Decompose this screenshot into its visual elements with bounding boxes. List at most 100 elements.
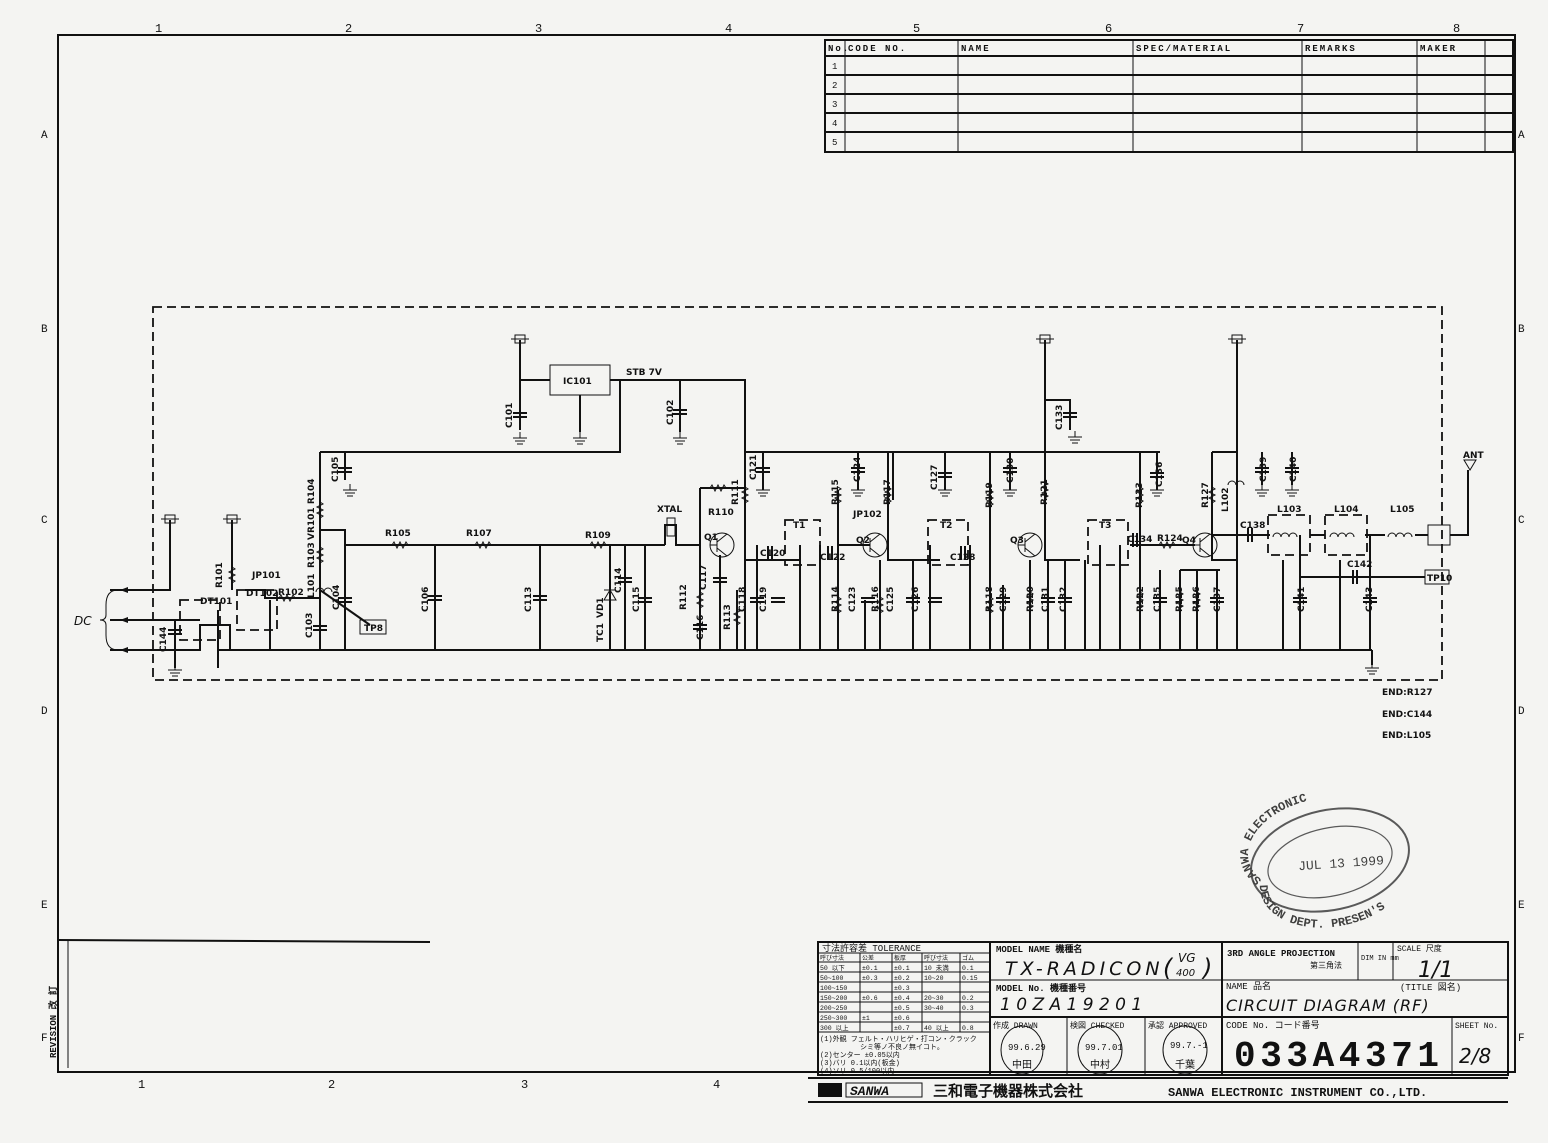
drawn-by: 中田 <box>1012 1058 1032 1072</box>
ground-icon <box>1003 484 1017 497</box>
tolerance-cell: 0.8 <box>962 1025 974 1032</box>
ground-icon <box>343 484 357 497</box>
dc-arrow-icon <box>120 647 128 653</box>
resistor-symbol <box>315 546 325 564</box>
checked-by: 中村 <box>1090 1058 1110 1072</box>
dc-input-label: DC <box>74 614 92 628</box>
component-label-c126: C126 <box>911 587 921 612</box>
component-label-t2: T2 <box>940 521 952 531</box>
tolerance-cell: 100~150 <box>820 985 847 992</box>
resistor-symbol <box>1158 540 1176 550</box>
component-label-c113: C113 <box>524 587 534 612</box>
component-label-c116: C116 <box>696 615 706 640</box>
tolerance-cell: ±0.6 <box>862 995 878 1002</box>
component-label-c125: C125 <box>886 587 896 612</box>
company-name-en: SANWA ELECTRONIC INSTRUMENT CO.,LTD. <box>1168 1086 1427 1100</box>
row-marker: F <box>41 1033 48 1045</box>
code-label: CODE No. コード番号 <box>1226 1019 1320 1031</box>
component-label-c106: C106 <box>421 587 431 612</box>
component-label-vd1: VD1 <box>596 597 606 618</box>
component-outline <box>1324 514 1368 556</box>
resistor-symbol <box>883 486 893 504</box>
tp8-test-point <box>359 619 387 635</box>
component-label-c136: C136 <box>1155 462 1165 487</box>
model-variant-bottom: 400 <box>1176 968 1195 979</box>
component-label-c128: C128 <box>950 553 975 563</box>
parts-table-header: No. <box>828 44 850 54</box>
tp10-test-point <box>1424 569 1450 585</box>
tolerance-cell: ±0.5 <box>894 1005 910 1012</box>
drawn-date: 99.6.29 <box>1008 1043 1046 1053</box>
resistor-symbol <box>315 501 325 519</box>
component-label-q2: Q2 <box>856 536 870 546</box>
wire <box>110 520 171 591</box>
end-notes: END:R127 END:C144 END:L105 <box>1382 688 1432 741</box>
component-label-r126: R126 <box>1192 586 1202 612</box>
row-marker: B <box>1518 324 1525 336</box>
component-label-c101: C101 <box>505 403 515 428</box>
component-label-c122: C122 <box>820 553 845 563</box>
dc-arrow-icon <box>120 587 128 593</box>
component-label-r111: R111 <box>731 479 741 505</box>
wire <box>887 452 940 561</box>
resistor-symbol <box>391 540 409 550</box>
projection: 3RD ANGLE PROJECTION <box>1227 949 1335 959</box>
column-marker: 3 <box>521 1078 528 1092</box>
wire <box>1450 470 1469 536</box>
model-name-label: MODEL NAME 機種名 <box>996 943 1082 955</box>
checked-date: 99.7.01 <box>1085 1043 1123 1053</box>
drawing-frame <box>57 34 1516 1073</box>
parts-table-row-number: 4 <box>832 119 837 129</box>
wire <box>320 380 621 453</box>
approved-date: 99.7.-1 <box>1170 1041 1208 1051</box>
drawing-title: CIRCUIT DIAGRAM (RF) <box>1226 996 1430 1015</box>
component-label-c105: C105 <box>331 457 341 482</box>
component-label-l105: L105 <box>1390 505 1415 515</box>
tolerance-cell: ±0.4 <box>894 995 910 1002</box>
component-label-c123: C123 <box>848 587 858 612</box>
tolerance-cell: 0.15 <box>962 975 978 982</box>
component-label-r107: R107 <box>466 529 492 539</box>
tolerance-title: 寸法許容差 TOLERANCE <box>822 942 921 954</box>
resistor-symbol <box>833 596 843 614</box>
tolerance-cell: 50 以下 <box>820 964 845 972</box>
tolerance-cell: 0.2 <box>962 995 974 1002</box>
column-marker: 1 <box>138 1078 145 1092</box>
inductor-symbol <box>1329 532 1355 538</box>
inductor-symbol <box>1387 532 1413 538</box>
component-label-c143: C143 <box>1365 587 1375 612</box>
component-label-vr101r104: VR101 R104 <box>307 478 317 540</box>
dim-unit: DIM IN mm <box>1361 955 1399 963</box>
component-label-r118: R118 <box>985 586 995 612</box>
component-label-c144: C144 <box>159 627 169 652</box>
component-label-r105: R105 <box>385 529 411 539</box>
component-label-l104: L104 <box>1334 505 1359 515</box>
model-variant-top: VG <box>1178 951 1196 965</box>
resistor-symbol <box>985 489 995 507</box>
component-label-tc1: TC1 <box>596 623 606 642</box>
tolerance-cell: 10~20 <box>924 975 944 982</box>
ground-icon <box>168 664 182 677</box>
component-label-c119: C119 <box>759 587 769 612</box>
title-block: 寸法許容差 TOLERANCE呼び寸法公差板厚呼び寸法ゴム50 以下±0.1±0… <box>817 941 1509 1077</box>
component-outline <box>179 599 221 641</box>
component-label-c117: C117 <box>699 565 709 590</box>
name-label: NAME 品名 <box>1226 980 1271 992</box>
component-label-l102: L102 <box>1221 487 1231 512</box>
code-number: 033A4371 <box>1234 1036 1439 1077</box>
component-outline <box>236 589 278 631</box>
antenna-icon <box>1463 459 1477 471</box>
tolerance-cell: 150~200 <box>820 995 847 1002</box>
row-marker: E <box>1518 900 1525 912</box>
row-marker: D <box>1518 706 1525 718</box>
tolerance-cell: 200~250 <box>820 1005 847 1012</box>
row-marker: F <box>1518 1033 1525 1045</box>
component-label-c115: C115 <box>632 587 642 612</box>
model-name: TX-RADICON <box>1005 958 1164 980</box>
component-label-c129: C129 <box>999 587 1009 612</box>
component-label-c103: C103 <box>305 613 315 638</box>
column-marker: 2 <box>345 22 352 36</box>
component-label-c104: C104 <box>332 585 342 610</box>
component-label-jp101: JP101 <box>251 571 281 581</box>
row-marker: E <box>41 900 48 912</box>
